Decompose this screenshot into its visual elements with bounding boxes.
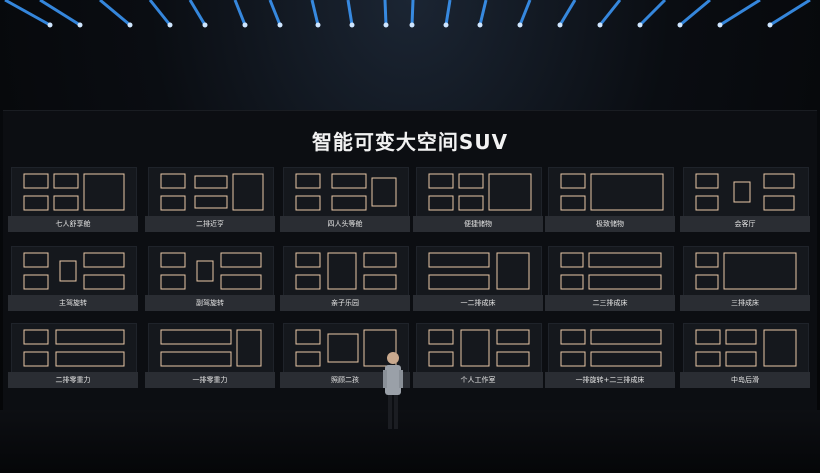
- seat-layout-diagram: [548, 323, 674, 373]
- seat-layout-diagram: [148, 246, 274, 296]
- seat-layout-diagram: [683, 167, 809, 217]
- mode-label: 二排零重力: [8, 372, 138, 388]
- mode-label: 四人头等舱: [280, 216, 410, 232]
- stage-floor: [0, 410, 820, 473]
- seat-layout-diagram: [11, 323, 137, 373]
- mode-card: 主驾旋转: [8, 243, 138, 313]
- mode-label: 中岛后滑: [680, 372, 810, 388]
- mode-label: 副驾旋转: [145, 295, 275, 311]
- mode-label: 二排近亨: [145, 216, 275, 232]
- mode-card: 七人舒享舱: [8, 164, 138, 234]
- slide-title: 智能可变大空间SUV: [311, 130, 509, 154]
- seat-layout-diagram: [683, 323, 809, 373]
- mode-label: 一排旋转+二三排成床: [545, 372, 675, 388]
- mode-label: 七人舒享舱: [8, 216, 138, 232]
- stage-spotlights: [4, 0, 811, 28]
- mode-label: 个人工作室: [413, 372, 543, 388]
- mode-label: 二三排成床: [545, 295, 675, 311]
- mode-label: 一排零重力: [145, 372, 275, 388]
- seat-layout-diagram: [548, 167, 674, 217]
- mode-label: 便捷储物: [413, 216, 543, 232]
- mode-card: 一排旋转+二三排成床: [545, 320, 675, 390]
- mode-label: 主驾旋转: [8, 295, 138, 311]
- presentation-screen: [3, 110, 817, 411]
- mode-label: 亲子乐园: [280, 295, 410, 311]
- seat-layout-diagram: [683, 246, 809, 296]
- seat-layout-diagram: [11, 167, 137, 217]
- mode-card: 极致储物: [545, 164, 675, 234]
- mode-label: 照顾二孩: [280, 372, 410, 388]
- seat-layout-diagram: [11, 246, 137, 296]
- mode-label: 一二排成床: [413, 295, 543, 311]
- mode-card: 四人头等舱: [280, 164, 410, 234]
- seat-layout-diagram: [283, 246, 409, 296]
- mode-card: 个人工作室: [413, 320, 543, 390]
- seat-layout-diagram: [283, 323, 409, 373]
- mode-card: 一二排成床: [413, 243, 543, 313]
- seat-layout-diagram: [283, 167, 409, 217]
- mode-card: 副驾旋转: [145, 243, 275, 313]
- seat-layout-diagram: [416, 323, 542, 373]
- mode-label: 极致储物: [545, 216, 675, 232]
- mode-label: 三排成床: [680, 295, 810, 311]
- mode-card: 亲子乐园: [280, 243, 410, 313]
- mode-card: 会客厅: [680, 164, 810, 234]
- mode-card: 便捷储物: [413, 164, 543, 234]
- seat-layout-diagram: [148, 167, 274, 217]
- mode-card: 照顾二孩: [280, 320, 410, 390]
- mode-card: 二排零重力: [8, 320, 138, 390]
- mode-card: 二三排成床: [545, 243, 675, 313]
- mode-card: 三排成床: [680, 243, 810, 313]
- mode-card: 中岛后滑: [680, 320, 810, 390]
- seat-layout-diagram: [148, 323, 274, 373]
- seat-layout-diagram: [416, 246, 542, 296]
- seat-layout-diagram: [548, 246, 674, 296]
- mode-label: 会客厅: [680, 216, 810, 232]
- presenter-figure: [383, 352, 403, 429]
- seat-layout-diagram: [416, 167, 542, 217]
- mode-card: 二排近亨: [145, 164, 275, 234]
- mode-card: 一排零重力: [145, 320, 275, 390]
